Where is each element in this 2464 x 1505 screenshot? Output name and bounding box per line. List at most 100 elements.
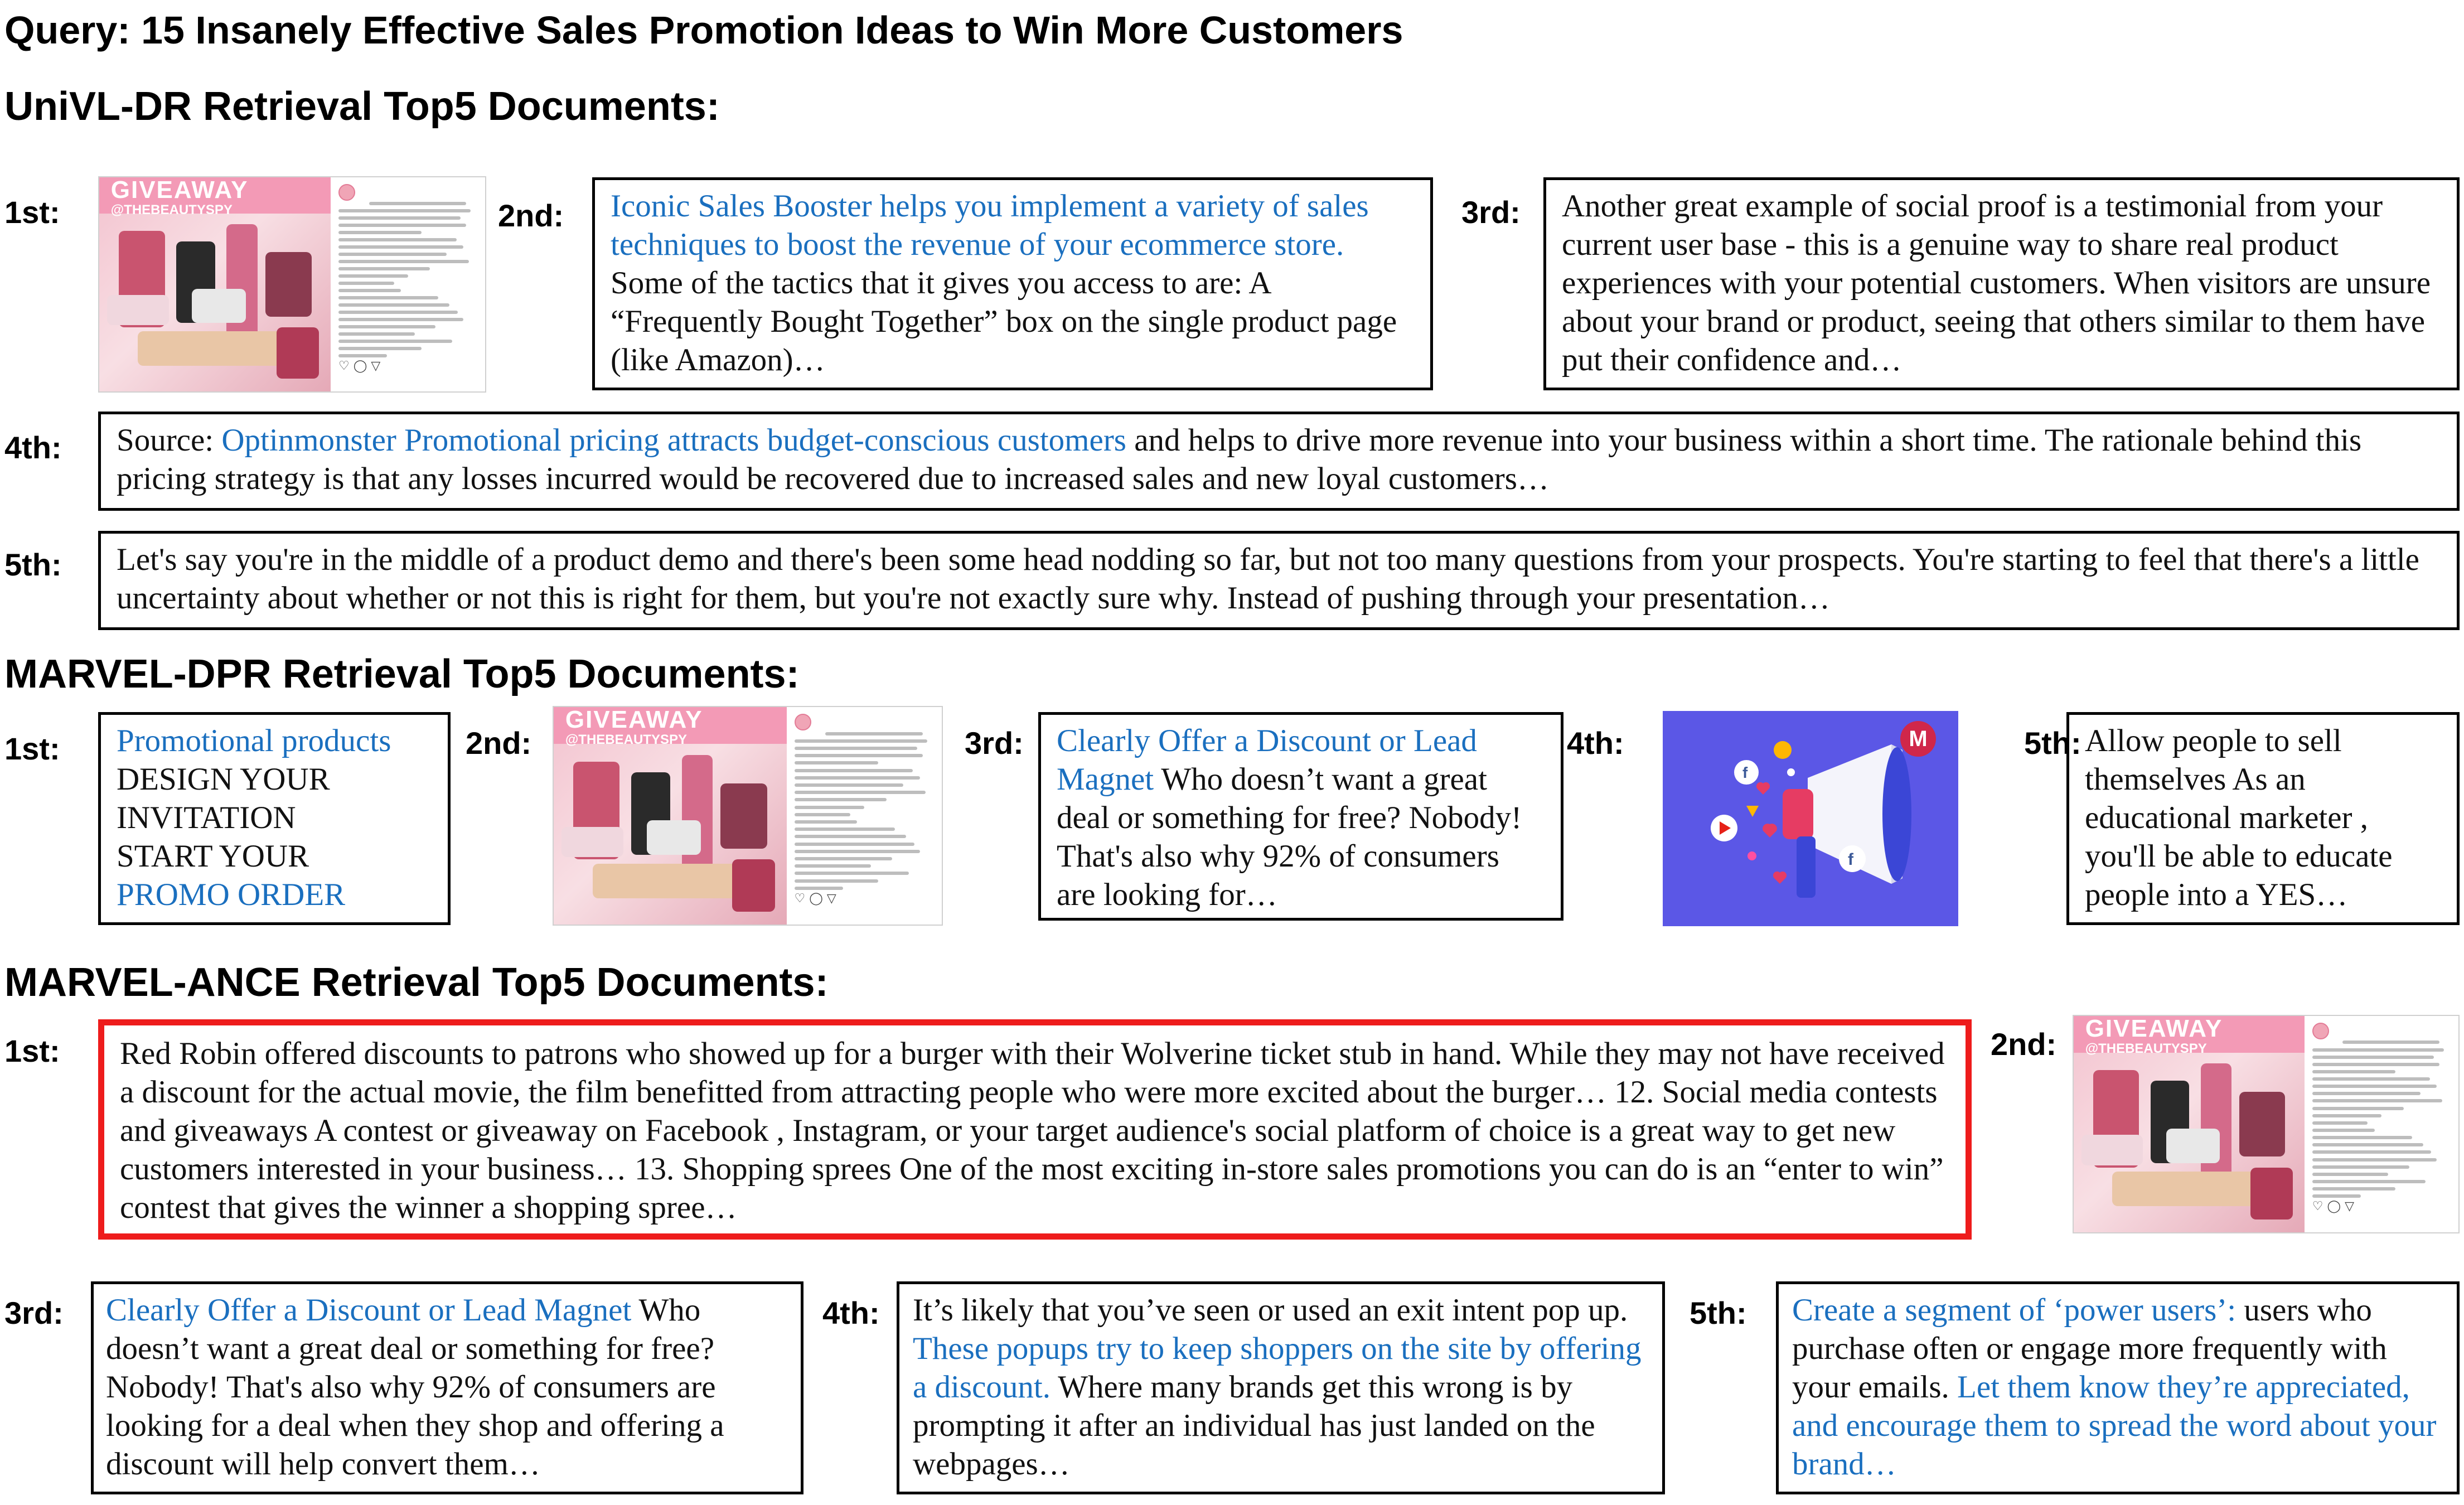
- document-text: Allow people to sell themselves As an ed…: [2085, 723, 2393, 912]
- rank-label: 1st:: [4, 731, 60, 766]
- rank-label: 1st:: [4, 195, 60, 230]
- rank-label: 5th:: [2024, 725, 2081, 761]
- caption-line: [2312, 1143, 2423, 1147]
- caption-line: [338, 346, 422, 350]
- caption-line: [2312, 1099, 2443, 1103]
- document-text: Source:: [117, 423, 222, 458]
- caption-line: [825, 732, 923, 735]
- banner-title: GIVEAWAY: [565, 706, 703, 733]
- caption-line: [794, 798, 887, 802]
- caption-line: [794, 820, 858, 824]
- caption-line: [338, 332, 415, 336]
- rank-label: 2nd:: [498, 198, 564, 233]
- product-item: [592, 863, 748, 899]
- rank-label: 3rd:: [1461, 195, 1521, 230]
- highlighted-text: Iconic Sales Booster helps you implement…: [611, 188, 1369, 262]
- rank-label: 4th:: [1567, 725, 1624, 761]
- rank-label: 1st:: [4, 1033, 60, 1068]
- caption-line: [2312, 1085, 2437, 1088]
- section-title-marvel-dpr: MARVEL-DPR Retrieval Top5 Documents:: [4, 652, 800, 696]
- giveaway-image: GIVEAWAY@THEBEAUTYSPY♡ ◯ ▽: [2073, 1015, 2460, 1233]
- caption-line: [794, 872, 909, 875]
- caption-line: [2312, 1062, 2440, 1066]
- caption-line: [2342, 1041, 2440, 1044]
- highlighted-text: These popups try to keep shoppers on the…: [913, 1331, 1642, 1405]
- document-card: Create a segment of ‘power users’: users…: [1776, 1281, 2460, 1494]
- caption-line: [794, 812, 850, 816]
- product-item: [561, 826, 624, 858]
- caption-line: [794, 864, 872, 868]
- caption-line: [338, 288, 401, 292]
- highlighted-text: PROMO ORDER: [117, 877, 346, 912]
- document-card: Let's say you're in the middle of a prod…: [98, 531, 2460, 630]
- product-item: [107, 295, 169, 325]
- highlighted-text: Clearly Offer a Discount or Lead Magnet: [1057, 723, 1477, 797]
- banner-handle: @THEBEAUTYSPY: [110, 202, 233, 218]
- caption-line: [338, 310, 458, 314]
- document-text: Some of the tactics that it gives you ac…: [611, 265, 1397, 378]
- caption-line: [794, 739, 927, 743]
- caption-line: [338, 216, 461, 220]
- highlighted-text: Optinmonster Promotional pricing attract…: [221, 423, 1126, 458]
- document-text: Red Robin offered discounts to patrons w…: [120, 1036, 1945, 1225]
- caption-line: [369, 202, 467, 205]
- rank-label: 4th:: [4, 430, 62, 465]
- document-card: Allow people to sell themselves As an ed…: [2066, 712, 2460, 925]
- caption-line: [338, 223, 467, 227]
- product-item: [2112, 1172, 2266, 1207]
- product-item: [647, 820, 701, 855]
- caption-line: [2312, 1129, 2375, 1132]
- caption-line: [338, 354, 388, 357]
- caption-line: [794, 805, 864, 809]
- highlighted-text: Promotional products: [117, 723, 391, 758]
- caption-line: [2312, 1165, 2409, 1169]
- caption-line: [794, 768, 913, 772]
- post-action-icons: ♡ ◯ ▽: [338, 359, 381, 373]
- banner-handle: @THEBEAUTYSPY: [565, 732, 687, 748]
- caption-line: [338, 209, 471, 212]
- section-title-marvel-ance: MARVEL-ANCE Retrieval Top5 Documents:: [4, 960, 829, 1005]
- document-text: Where many brands get this wrong is by p…: [913, 1369, 1595, 1482]
- document-text: Who doesn’t want a great deal or somethi…: [106, 1293, 724, 1482]
- caption-line: [2312, 1194, 2361, 1198]
- product-item: [192, 288, 246, 323]
- rank-label: 3rd:: [4, 1295, 64, 1330]
- caption-line: [2312, 1187, 2395, 1191]
- avatar: [794, 713, 811, 730]
- rank-label: 5th:: [1690, 1295, 1747, 1330]
- caption-line: [2312, 1114, 2381, 1117]
- post-caption: ♡ ◯ ▽: [2312, 1022, 2451, 1226]
- caption-line: [338, 274, 408, 278]
- caption-line: [338, 245, 464, 249]
- rank-label: 5th:: [4, 547, 62, 582]
- caption-line: [338, 325, 436, 328]
- caption-line: [2312, 1106, 2404, 1110]
- caption-line: [2312, 1048, 2444, 1052]
- banner-title: GIVEAWAY: [110, 176, 249, 204]
- caption-line: [2312, 1055, 2434, 1059]
- section-title-univl-dr: UniVL-DR Retrieval Top5 Documents:: [4, 84, 720, 129]
- megaphone-icon: f f: [1711, 741, 1911, 898]
- query-title: Query: 15 Insanely Effective Sales Promo…: [4, 8, 1403, 52]
- document-card: Iconic Sales Booster helps you implement…: [592, 177, 1433, 390]
- caption-line: [794, 761, 878, 765]
- document-card: Source: Optinmonster Promotional pricing…: [98, 412, 2460, 511]
- product-item: [277, 327, 320, 379]
- caption-line: [794, 747, 917, 751]
- brand-logo-icon: M: [1900, 721, 1936, 757]
- product-item: [720, 783, 767, 849]
- product-item: [2239, 1091, 2286, 1157]
- caption-line: [2312, 1070, 2395, 1073]
- document-card: Clearly Offer a Discount or Lead Magnet …: [91, 1281, 803, 1494]
- highlighted-text: Create a segment of ‘power users’:: [1792, 1293, 2237, 1328]
- avatar: [338, 183, 356, 201]
- caption-line: [794, 886, 844, 890]
- banner-handle: @THEBEAUTYSPY: [2085, 1041, 2207, 1057]
- document-card: Another great example of social proof is…: [1543, 177, 2460, 390]
- highlighted-text: Clearly Offer a Discount or Lead Magnet: [106, 1293, 632, 1328]
- post-action-icons: ♡ ◯ ▽: [794, 892, 836, 906]
- document-text: users who purchase often or engage more …: [1792, 1293, 2387, 1405]
- caption-line: [794, 783, 903, 787]
